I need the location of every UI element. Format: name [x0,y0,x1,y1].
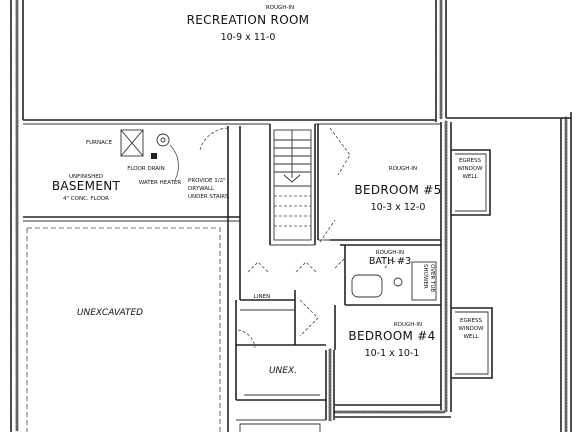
bedroom5-rough-label: ROUGH-IN [389,166,417,172]
unexcavated-label: UNEXCAVATED [77,308,143,318]
shower-label-line-2: OVER TUB [429,264,435,292]
bedroom4-title: BEDROOM #4 [348,329,435,343]
unex-label: UNEX. [269,366,297,376]
drywall-note-line-1: PROVIDE 1/2" [188,178,226,184]
linen-label: LINEN [254,294,270,300]
toilet-icon [393,277,403,287]
bedroom4-size: 10-1 x 10-1 [365,348,420,359]
egress-window-wells [451,149,493,379]
water-heater-label: WATER HEATER [139,180,182,186]
shower-label-line-1: SHOWER [422,264,428,289]
stairs [273,129,312,241]
furnace-label: FURNACE [86,140,113,146]
water-heater-icon [156,133,170,147]
egress-lower-line-1: EGRESS [460,318,483,324]
egress-lower-line-2: WINDOW [458,326,484,332]
tub-icon [411,261,437,301]
recreation-room-title: RECREATION ROOM [187,13,310,27]
recreation-room-size: 10-9 x 11-0 [221,32,276,43]
basement-title: BASEMENT [52,179,121,193]
egress-upper-line-2: WINDOW [457,166,483,172]
bedroom4-rough-label: ROUGH-IN [394,322,422,328]
unexcavated-boundary [26,227,221,432]
basement-unfinished-label: UNFINISHED [69,174,103,180]
door-swings [169,127,351,349]
vanity-icon [351,274,383,298]
egress-upper-line-1: EGRESS [459,158,482,164]
furnace-icon [120,129,144,157]
recreation-rough-label: ROUGH-IN [266,5,294,11]
drywall-note-line-3: UNDER STAIRS [188,194,229,200]
bath3-title: BATH #3 [369,256,411,267]
lower-edge [236,419,326,432]
egress-lower-line-3: WELL [463,334,479,340]
bath3-rough-label: ROUGH-IN [376,250,404,256]
floor-drain-icon [151,153,157,159]
floor-drain-label: FLOOR DRAIN [127,166,165,172]
foundation-walls [10,0,572,432]
egress-upper-line-3: WELL [462,174,478,180]
bedroom5-title: BEDROOM #5 [354,183,441,197]
interior-walls [23,119,441,432]
fixtures [120,129,437,301]
basement-floor-label: 4" CONC. FLOOR [63,196,109,202]
bedroom5-size: 10-3 x 12-0 [371,202,426,213]
drywall-note-line-2: DRYWALL [188,186,215,192]
